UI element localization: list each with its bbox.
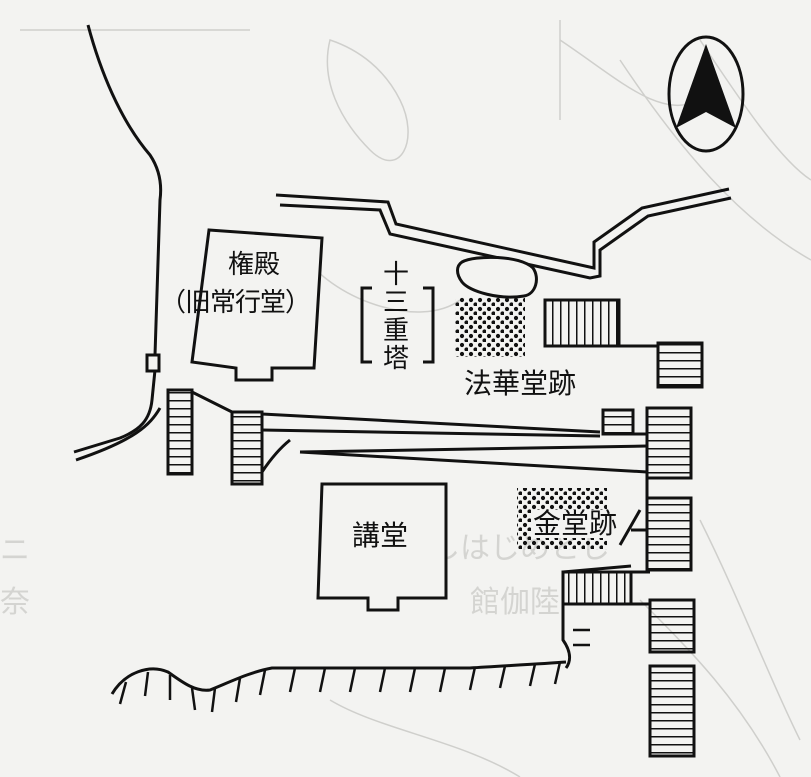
label-pagoda-char-3: 重 xyxy=(383,316,410,346)
staircases xyxy=(166,298,704,758)
label-pagoda-char-2: 三 xyxy=(383,288,410,318)
stair-right-middle xyxy=(645,406,693,480)
pagoda-bracket xyxy=(360,286,435,364)
stair-right-upper xyxy=(656,341,704,389)
stair-left-2 xyxy=(230,410,264,486)
label-gongen-hall-former: （旧常行堂） xyxy=(160,288,311,318)
svg-text:ニ: ニ xyxy=(0,533,30,568)
stair-right-bottom-1 xyxy=(648,598,696,654)
stair-top-right xyxy=(543,298,621,348)
lecture-hall xyxy=(316,482,448,612)
svg-text:館伽陸: 館伽陸 xyxy=(470,585,560,620)
hokkedo-site xyxy=(455,297,525,357)
label-pagoda-char-4: 塔 xyxy=(383,344,410,374)
stair-small-center xyxy=(601,408,635,436)
label-gongen-hall: 権殿 xyxy=(228,250,281,280)
road xyxy=(73,24,163,462)
north-arrow-icon xyxy=(667,35,745,153)
stair-left-1 xyxy=(166,388,194,476)
label-kondo-site: 金堂跡 xyxy=(531,507,620,540)
label-pagoda-char-1: 十 xyxy=(383,260,410,290)
label-hokkedo-site: 法華堂跡 xyxy=(464,367,577,400)
terrace-walls xyxy=(191,300,658,669)
background-contours xyxy=(20,20,811,777)
stair-bottom-center xyxy=(561,570,633,606)
north-wall xyxy=(275,187,732,280)
pond xyxy=(456,255,538,299)
stair-right-lower xyxy=(645,496,693,572)
gongen-hall xyxy=(190,228,324,382)
stair-right-bottom-2 xyxy=(648,664,696,758)
svg-text:奈: 奈 xyxy=(0,585,30,620)
southern-cliff xyxy=(110,628,590,713)
label-lecture-hall: 講堂 xyxy=(352,519,409,552)
